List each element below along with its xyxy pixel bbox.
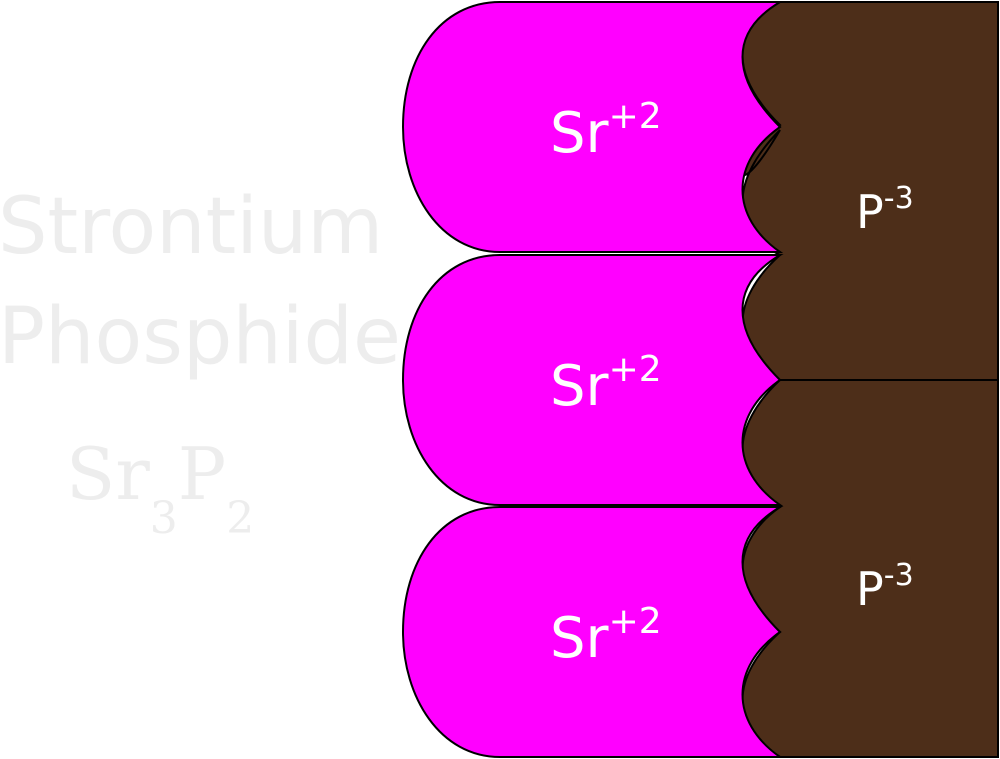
cation-charge: +2 — [609, 601, 662, 642]
strontium-cation-tile — [401, 0, 784, 253]
chemical-formula: Sr3P2 — [66, 438, 254, 541]
formula-symbol-phosphorus: P — [177, 432, 227, 516]
cation-charge: +2 — [609, 349, 662, 390]
anion-charge: -3 — [884, 558, 914, 593]
anion-charge: -3 — [884, 181, 914, 216]
anion-symbol: P — [856, 562, 884, 616]
anion-label: P-3 — [856, 181, 914, 239]
cation-symbol: Sr — [550, 354, 610, 419]
compound-name-line-1: Strontium — [0, 182, 384, 272]
formula-symbol-strontium: Sr — [66, 432, 150, 516]
cation-label: Sr+2 — [550, 349, 662, 419]
anion-label: P-3 — [856, 558, 914, 616]
formula-subscript-phosphorus: 2 — [226, 493, 255, 544]
cation-label: Sr+2 — [550, 96, 662, 166]
cation-symbol: Sr — [550, 606, 610, 671]
anion-symbol: P — [856, 185, 884, 239]
formula-subscript-strontium: 3 — [149, 493, 178, 544]
compound-name-line-2: Phosphide — [0, 292, 401, 382]
cation-charge: +2 — [609, 96, 662, 137]
strontium-cation-tile — [401, 506, 784, 758]
cation-symbol: Sr — [550, 101, 610, 166]
strontium-cation-tile — [401, 254, 784, 506]
cation-label: Sr+2 — [550, 601, 662, 671]
